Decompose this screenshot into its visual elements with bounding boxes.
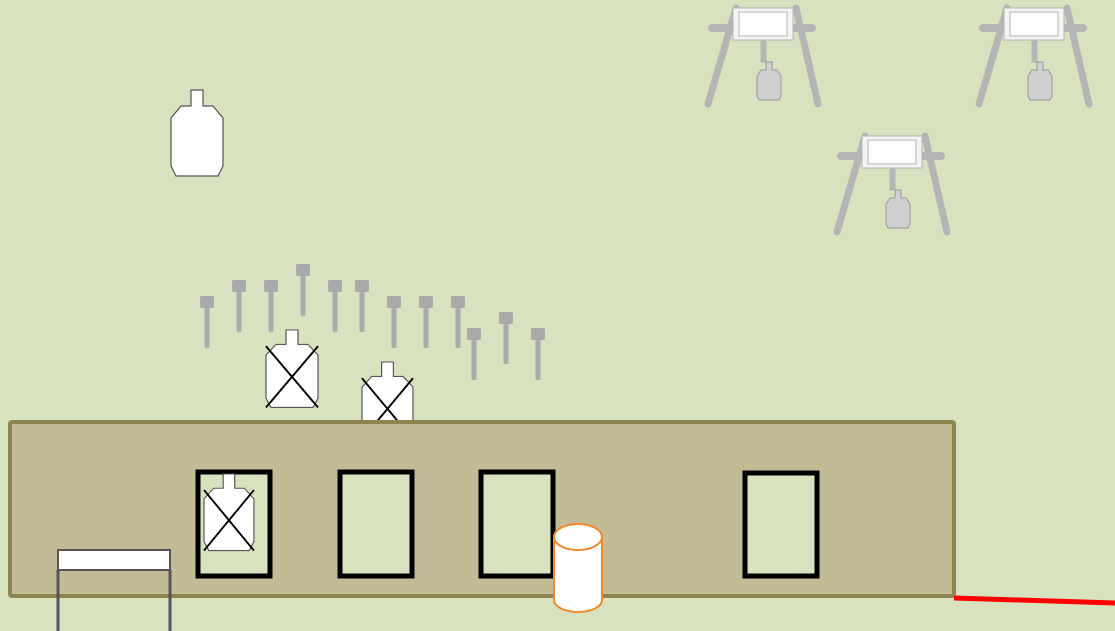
pole [387,296,401,348]
plate-rack-poles [200,264,545,380]
pole [531,328,545,380]
paper-target-shoot [171,90,223,176]
pole [467,328,481,380]
pole [499,312,513,364]
pole [232,280,246,332]
pole [451,296,465,348]
pole [296,264,310,316]
steel-target-stand-1 [708,8,818,104]
pole [200,296,214,348]
fault-line [954,598,1115,603]
wall-window-2 [340,472,412,576]
pole [328,280,342,332]
steel-target-stand-2 [979,8,1089,104]
wall-window-4 [745,473,817,576]
pole [355,280,369,332]
pole [419,296,433,348]
paper-target-noshoot-1 [266,330,318,407]
steel-target-stand-3 [837,136,947,232]
barrel [554,524,602,612]
wall-window-3 [481,472,553,576]
pole [264,280,278,332]
